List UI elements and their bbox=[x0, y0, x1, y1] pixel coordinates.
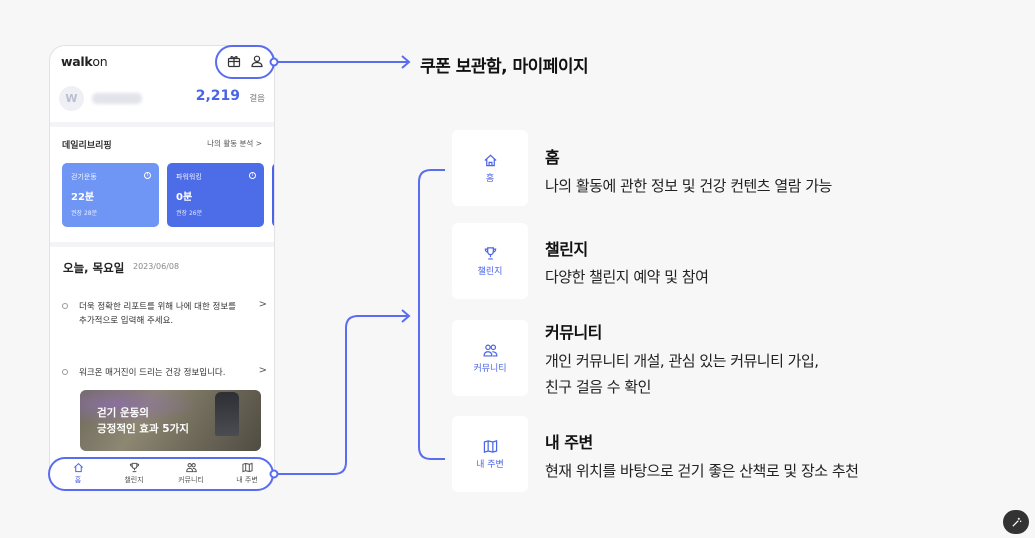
logo-light: on bbox=[92, 54, 108, 69]
card-recommend: 권장 28분 bbox=[71, 210, 98, 217]
card-value: 0분 bbox=[176, 192, 193, 203]
feature-desc-community: 개인 커뮤니티 개설, 관심 있는 커뮤니티 가입, 친구 걸음 수 확인 bbox=[545, 348, 945, 400]
phone-mockup: walkon W 2,219 걸음 데일리브리핑 나의 활동 분석 > 걷기운동… bbox=[49, 45, 275, 490]
home-icon bbox=[483, 153, 498, 168]
list-item-text: 더욱 정확한 리포트를 위해 나에 대한 정보를 추가적으로 입력해 주세요. bbox=[79, 302, 236, 326]
bottom-nav: 홈 챌린지 커뮤니티 내 주변 bbox=[50, 458, 274, 489]
banner-flowers bbox=[80, 390, 200, 425]
feature-title-challenge: 챌린지 bbox=[545, 240, 588, 259]
feature-tile-nearby: 내 주변 bbox=[452, 416, 528, 492]
people-icon bbox=[483, 343, 498, 358]
today-title: 오늘, 목요일 bbox=[63, 261, 125, 275]
info-icon[interactable]: i bbox=[249, 172, 256, 179]
feature-tile-challenge: 챌린지 bbox=[452, 223, 528, 299]
chevron-right-icon: > bbox=[258, 299, 267, 310]
card-recommend: 권장 26분 bbox=[176, 210, 203, 217]
banner-title-line2: 긍정적인 효과 5가지 bbox=[97, 423, 189, 435]
home-icon bbox=[73, 462, 84, 473]
feature-desc-home: 나의 활동에 관한 정보 및 건강 컨텐츠 열람 가능 bbox=[545, 177, 832, 195]
map-icon bbox=[483, 439, 498, 454]
coupon-mypage-label: 쿠폰 보관함, 마이페이지 bbox=[420, 57, 589, 77]
nav-item-nearby[interactable]: 내 주변 bbox=[222, 462, 272, 485]
feature-title-community: 커뮤니티 bbox=[545, 323, 602, 342]
feature-desc-challenge: 다양한 챌린지 예약 및 참여 bbox=[545, 268, 709, 286]
magic-wand-icon[interactable] bbox=[1003, 510, 1029, 534]
feature-desc-nearby: 현재 위치를 바탕으로 걷기 좋은 산책로 및 장소 추천 bbox=[545, 462, 859, 480]
power-walking-card[interactable]: 파워워킹 i 0분 권장 26분 bbox=[167, 163, 264, 227]
next-card-peek[interactable] bbox=[272, 163, 274, 227]
feature-tile-label: 내 주변 bbox=[476, 460, 504, 470]
activity-analysis-label: 나의 활동 분석 bbox=[207, 139, 254, 148]
nav-label: 커뮤니티 bbox=[178, 476, 204, 484]
profile-row[interactable]: W 2,219 걸음 bbox=[50, 84, 274, 112]
feature-desc-line2: 친구 걸음 수 확인 bbox=[545, 378, 651, 396]
chevron-right-icon: > bbox=[255, 139, 262, 148]
feature-tile-label: 커뮤니티 bbox=[473, 364, 507, 374]
logo-bold: walk bbox=[61, 54, 93, 69]
banner-title-line1: 걷기 운동의 bbox=[97, 407, 149, 419]
circle-icon bbox=[62, 303, 68, 309]
nav-label: 홈 bbox=[74, 476, 82, 484]
list-item-text: 워크온 매거진이 드리는 건강 정보입니다. bbox=[79, 368, 226, 378]
info-icon[interactable]: i bbox=[144, 172, 151, 179]
banner-walker-image bbox=[215, 392, 239, 436]
feature-title-home: 홈 bbox=[545, 148, 560, 167]
card-label: 파워워킹 bbox=[176, 173, 202, 181]
people-icon bbox=[185, 462, 197, 473]
walkon-logo: walkon bbox=[61, 54, 108, 69]
nav-item-challenge[interactable]: 챌린지 bbox=[109, 462, 159, 485]
daily-briefing-title: 데일리브리핑 bbox=[62, 141, 112, 151]
nav-item-home[interactable]: 홈 bbox=[53, 462, 103, 485]
feature-title-nearby: 내 주변 bbox=[545, 433, 593, 452]
blurred-username bbox=[92, 93, 142, 104]
walking-card[interactable]: 걷기운동 i 22분 권장 28분 bbox=[62, 163, 159, 227]
avatar: W bbox=[59, 86, 84, 111]
feature-tile-label: 챌린지 bbox=[477, 267, 503, 277]
activity-analysis-link[interactable]: 나의 활동 분석 > bbox=[207, 138, 262, 149]
trophy-icon bbox=[483, 246, 498, 261]
steps-count: 2,219 bbox=[195, 88, 240, 104]
nav-label: 챌린지 bbox=[124, 476, 144, 484]
chevron-right-icon: > bbox=[258, 365, 267, 376]
section-divider bbox=[50, 242, 274, 247]
steps-unit: 걸음 bbox=[249, 94, 265, 104]
nav-item-community[interactable]: 커뮤니티 bbox=[166, 462, 216, 485]
today-date: 2023/06/08 bbox=[133, 262, 180, 271]
map-icon bbox=[241, 462, 253, 473]
section-divider bbox=[50, 122, 274, 127]
feature-tile-label: 홈 bbox=[485, 174, 495, 184]
nav-label: 내 주변 bbox=[236, 476, 258, 484]
magazine-banner[interactable]: 걷기 운동의 긍정적인 효과 5가지 bbox=[80, 390, 261, 451]
feature-tile-home: 홈 bbox=[452, 130, 528, 206]
circle-icon bbox=[62, 369, 68, 375]
card-value: 22분 bbox=[71, 192, 95, 203]
trophy-icon bbox=[129, 462, 140, 473]
feature-tile-community: 커뮤니티 bbox=[452, 320, 528, 396]
card-label: 걷기운동 bbox=[71, 173, 97, 181]
feature-desc-line1: 개인 커뮤니티 개설, 관심 있는 커뮤니티 가입, bbox=[545, 352, 819, 370]
